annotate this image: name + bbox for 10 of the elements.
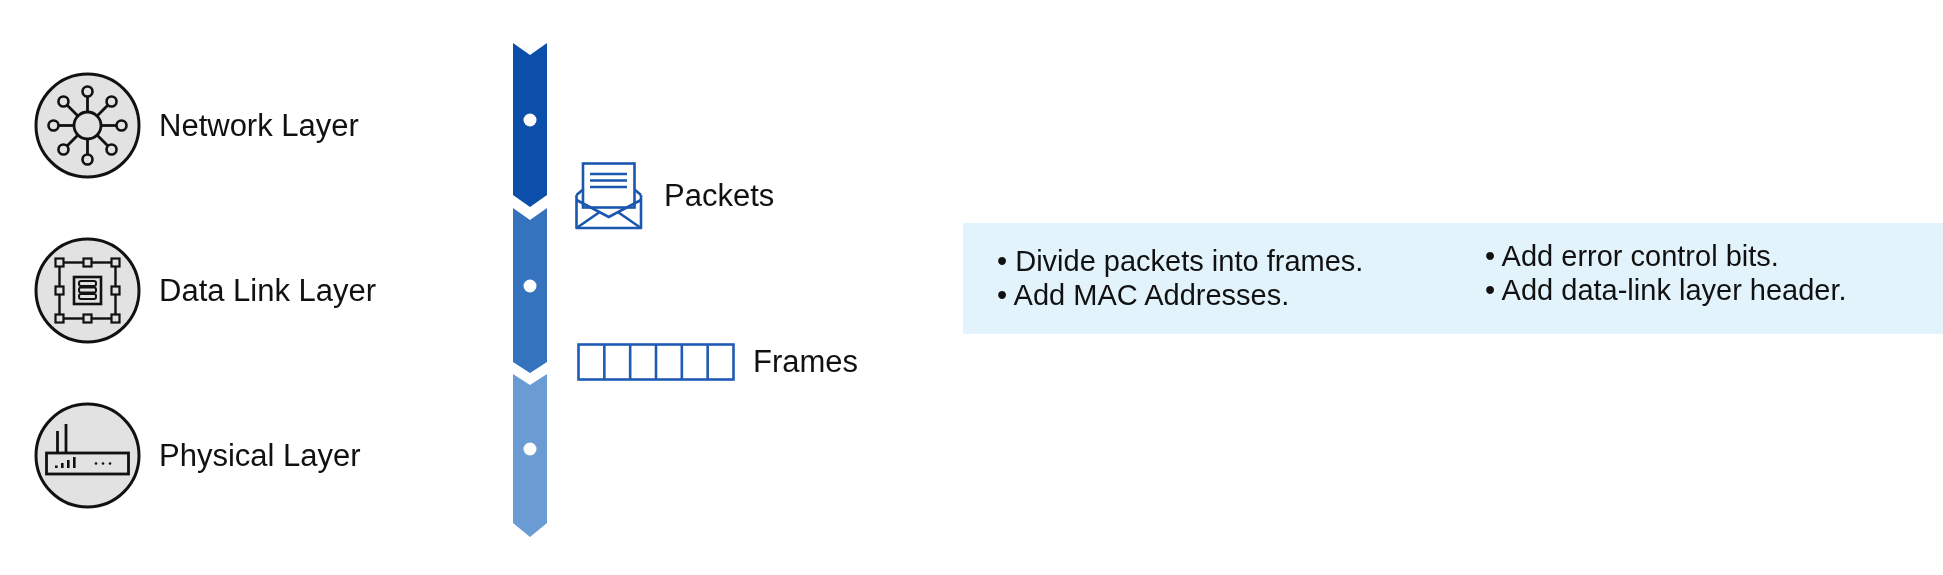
layer-label: Data Link Layer [159,272,377,309]
layer-label: Network Layer [159,107,359,144]
bullet-point: • Add MAC Addresses. [997,278,1290,312]
data-unit-label: Frames [753,344,859,380]
layer-label: Physical Layer [159,437,361,474]
info-panel [963,223,1943,334]
bullet-point: • Add error control bits. [1485,239,1779,273]
data-unit-label: Packets [664,178,775,214]
bullet-point: • Divide packets into frames. [997,244,1364,278]
bullet-point: • Add data-link layer header. [1485,273,1847,307]
